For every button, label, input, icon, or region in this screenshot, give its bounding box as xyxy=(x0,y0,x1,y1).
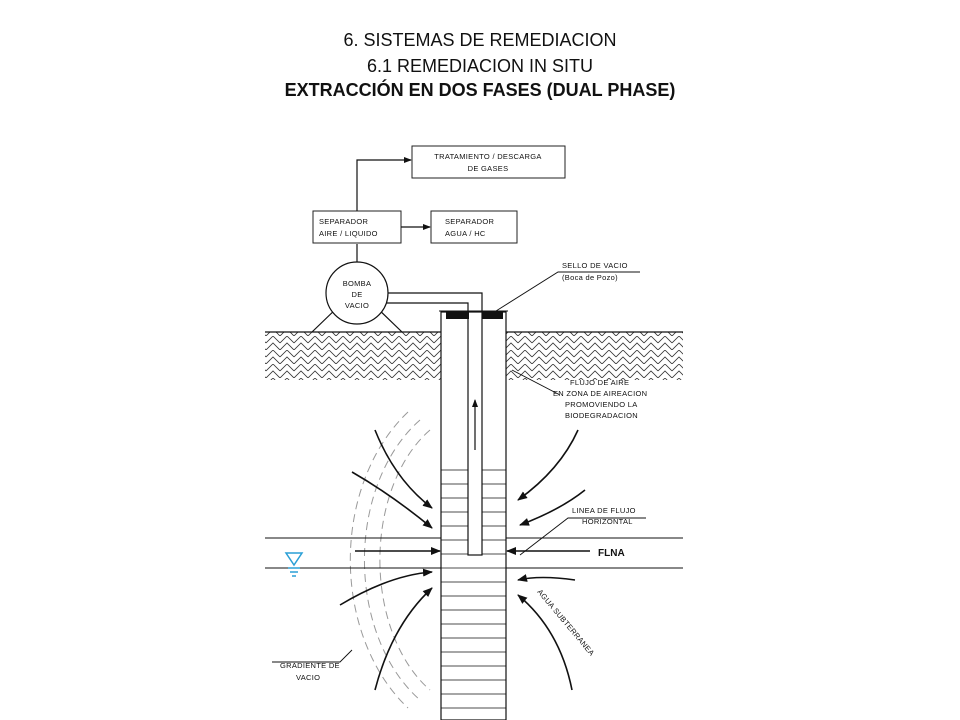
separator-air-liquid-box: SEPARADOR AIRE / LIQUIDO xyxy=(312,210,402,244)
seal-label-1: SELLO DE VACIO xyxy=(562,261,628,270)
hflow-label-1: LINEA DE FLUJO xyxy=(572,506,636,515)
vacuum-pump: BOMBA DE VACIO xyxy=(311,261,403,333)
pump-label-1: BOMBA xyxy=(343,279,372,288)
separator-water-hc-box: SEPARADOR AGUA / HC xyxy=(430,210,518,244)
suction-pipe xyxy=(384,292,483,312)
treatment-box: TRATAMIENTO / DESCARGA DE GASES xyxy=(411,145,566,179)
treatment-label-2: DE GASES xyxy=(468,164,509,173)
treatment-label-1: TRATAMIENTO / DESCARGA xyxy=(434,152,541,161)
vacuum-gradient-arcs xyxy=(349,411,431,709)
title-subsection: 6.1 REMEDIACION IN SITU xyxy=(366,56,594,76)
separator-air-label-2: AIRE / LIQUIDO xyxy=(319,229,378,238)
airflow-label-3: PROMOVIENDO LA xyxy=(565,400,638,409)
flna-label: FLNA xyxy=(598,548,625,559)
separator-water-label-1: SEPARADOR xyxy=(445,217,495,226)
title-method: EXTRACCIÓN EN DOS FASES (DUAL PHASE) xyxy=(284,80,676,100)
seal-label-2: (Boca de Pozo) xyxy=(562,273,618,282)
hflow-label-2: HORIZONTAL xyxy=(582,517,633,526)
airflow-label-2: EN ZONA DE AIREACION xyxy=(553,389,647,398)
gradient-annotation: GRADIENTE DE VACIO xyxy=(272,649,353,682)
airflow-label-1: FLUJO DE AIRE xyxy=(570,378,629,387)
horizontal-flow-annotation: LINEA DE FLUJO HORIZONTAL xyxy=(519,506,646,556)
water-table-lines xyxy=(265,537,683,569)
airflow-label-4: BIODEGRADACION xyxy=(565,411,638,420)
pump-label-2: DE xyxy=(351,290,362,299)
gradient-label-2: VACIO xyxy=(296,673,320,682)
soil-surface xyxy=(265,331,683,380)
pump-label-3: VACIO xyxy=(345,301,369,310)
airflow-annotation: FLUJO DE AIRE EN ZONA DE AIREACION PROMO… xyxy=(511,369,647,420)
title-section: 6. SISTEMAS DE REMEDIACION xyxy=(343,30,617,50)
drop-tube xyxy=(467,311,483,556)
to-treatment-arrow xyxy=(356,157,412,211)
water-table-icon xyxy=(284,552,304,577)
seal-annotation: SELLO DE VACIO (Boca de Pozo) xyxy=(495,261,640,312)
flow-arrows xyxy=(339,429,590,691)
gradient-label-1: GRADIENTE DE xyxy=(280,661,340,670)
separator-air-label-1: SEPARADOR xyxy=(319,217,369,226)
separator-water-label-2: AGUA / HC xyxy=(445,229,486,238)
